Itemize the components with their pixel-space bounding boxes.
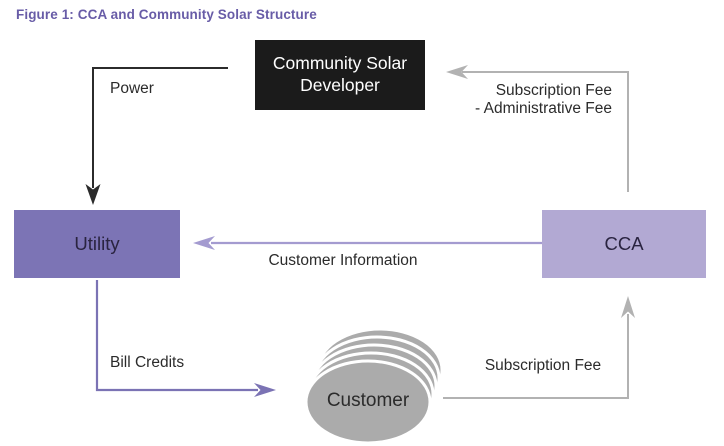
customer-information-arrow <box>193 236 542 250</box>
subscription-admin-label-line2: - Administrative Fee <box>475 100 612 117</box>
node-cca: CCA <box>542 210 706 278</box>
developer-label: Community Solar Developer <box>272 53 408 95</box>
figure-title: Figure 1: CCA and Community Solar Struct… <box>16 7 317 22</box>
node-community-solar-developer: Community Solar Developer <box>255 40 425 110</box>
utility-label: Utility <box>74 233 120 254</box>
power-arrow <box>85 67 228 205</box>
subscription-admin-arrow <box>446 65 629 192</box>
customer-label: Customer <box>326 390 410 411</box>
customer-stack <box>304 327 444 445</box>
subscription-fee-edge-label: Subscription Fee <box>484 357 602 374</box>
customer-information-edge-label: Customer Information <box>268 252 418 269</box>
subscription-admin-label-line1: Subscription Fee <box>495 82 612 99</box>
subscription-admin-edge-label: Subscription Fee - Administrative Fee <box>420 82 612 118</box>
bill-credits-arrow <box>95 280 276 397</box>
bill-credits-edge-label: Bill Credits <box>110 354 185 371</box>
power-edge-label: Power <box>110 80 154 97</box>
node-utility: Utility <box>14 210 180 278</box>
cca-label: CCA <box>604 233 644 254</box>
subscription-fee-arrow <box>443 296 635 399</box>
